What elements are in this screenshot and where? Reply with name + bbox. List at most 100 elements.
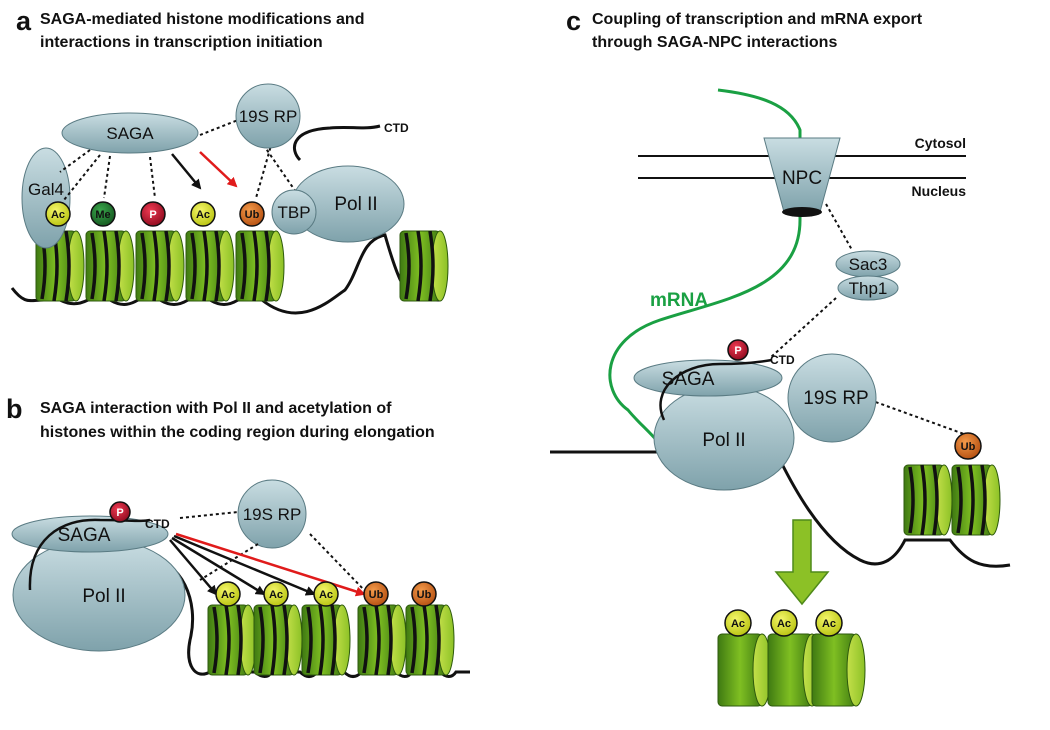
ac-mark: [724, 609, 752, 637]
ubiquitination-arrow: [199, 151, 238, 188]
p-mark: [109, 501, 131, 523]
interaction-links: [769, 203, 965, 435]
cytosol-label: Cytosol: [915, 135, 966, 151]
tbp-protein: [271, 189, 317, 235]
mark-label: Ac: [196, 209, 210, 221]
nucleosome: [300, 603, 352, 677]
ac-mark: [815, 609, 843, 637]
panel-c-letter: c: [566, 6, 581, 36]
ctd-tail: [659, 358, 773, 421]
panel-c-title-line2: through SAGA-NPC interactions: [592, 34, 837, 51]
nucleosome: [134, 229, 186, 303]
saga-complex: [11, 515, 169, 553]
p-mark: [140, 201, 166, 227]
acetylation-arrows: [169, 534, 316, 596]
rp19s-complex: [787, 353, 877, 443]
rp19s-label: 19S RP: [239, 107, 298, 126]
interaction-links: [59, 119, 297, 201]
ub-mark: [954, 432, 982, 460]
me-mark: [90, 201, 116, 227]
mark-label: Ub: [369, 589, 384, 601]
mark-label: Ac: [319, 589, 333, 601]
ctd-label: CTD: [145, 517, 170, 531]
nucleosome: [811, 633, 866, 707]
mark-label: Ac: [731, 618, 745, 630]
nucleosome: [234, 229, 286, 303]
mark-label: Ac: [822, 618, 836, 630]
ub-mark: [239, 201, 265, 227]
p-label: P: [734, 345, 741, 357]
npc-basket: [782, 207, 822, 217]
saga-complex: [633, 359, 783, 397]
mark-label: Ac: [221, 589, 235, 601]
mark-label: Me: [95, 209, 110, 221]
mark-label: P: [149, 209, 156, 221]
pol2-label: Pol II: [82, 586, 125, 607]
rp19s-complex: [237, 479, 307, 549]
nucleosome: [184, 229, 236, 303]
interaction-links: [179, 511, 369, 595]
ac-mark: [263, 581, 289, 607]
nucleosome: [84, 229, 136, 303]
nucleosome: [206, 603, 258, 677]
saga-complex: [61, 112, 199, 154]
mark-label: Ac: [51, 209, 65, 221]
gal4-label: Gal4: [28, 180, 64, 199]
panel-b: b SAGA interaction with Pol II and acety…: [6, 394, 470, 678]
nucleosome: [398, 229, 450, 303]
nucleosome: [252, 603, 304, 677]
rp19s-label: 19S RP: [243, 505, 302, 524]
thp1-protein: [837, 275, 899, 301]
result-arrow: [774, 519, 830, 606]
panel-b-title-line1: SAGA interaction with Pol II and acetyla…: [40, 400, 392, 417]
ac-mark: [313, 581, 339, 607]
tbp-label: TBP: [277, 203, 310, 222]
ac-mark: [190, 201, 216, 227]
mark-label: Ub: [417, 589, 432, 601]
panel-a-title-line2: interactions in transcription initiation: [40, 34, 323, 51]
p-label: P: [116, 507, 123, 519]
nucleus-label: Nucleus: [912, 183, 967, 199]
mrna-label: mRNA: [650, 290, 708, 311]
ctd-label: CTD: [384, 121, 409, 135]
panel-b-letter: b: [6, 394, 23, 424]
panel-a: a SAGA-mediated histone modifications an…: [10, 6, 450, 315]
sac3-label: Sac3: [849, 255, 888, 274]
ub-label: Ub: [961, 441, 976, 453]
nucleosome: [950, 463, 1002, 537]
ub-mark: [363, 581, 389, 607]
panel-c: c Coupling of transcription and mRNA exp…: [550, 6, 1011, 707]
histone-marks: Ac Me P Ac Ub: [45, 201, 265, 227]
mark-label: Ub: [245, 209, 260, 221]
panel-b-title-line2: histones within the coding region during…: [40, 424, 435, 441]
panel-a-title-line1: SAGA-mediated histone modifications and: [40, 11, 364, 28]
pol2-label: Pol II: [702, 430, 745, 451]
histone-marks: Ac Ac Ac Ub Ub: [215, 581, 437, 607]
histone-marks: Ac Ac Ac: [724, 609, 843, 637]
dna-strand: [10, 233, 440, 315]
mark-label: Ac: [777, 618, 791, 630]
panel-c-title-line1: Coupling of transcription and mRNA expor…: [592, 11, 923, 28]
saga-label: SAGA: [662, 369, 715, 390]
mrna-strand: [608, 88, 802, 453]
nucleosome: [902, 463, 954, 537]
panel-a-letter: a: [16, 6, 32, 36]
ub-mark: [411, 581, 437, 607]
ac-mark: [770, 609, 798, 637]
mark-label: Ac: [269, 589, 283, 601]
ctd-label: CTD: [770, 353, 795, 367]
ctd-tail: [28, 518, 151, 591]
rp19s-complex: [235, 83, 301, 149]
ac-mark: [215, 581, 241, 607]
nucleosome: [356, 603, 408, 677]
pol2-label: Pol II: [334, 194, 377, 215]
ctd-tail: [292, 124, 381, 162]
nucleosome: [404, 603, 456, 677]
saga-label: SAGA: [58, 525, 111, 546]
rp19s-label: 19S RP: [803, 388, 868, 409]
ac-mark: [45, 201, 71, 227]
p-mark: [727, 339, 749, 361]
saga-label: SAGA: [106, 124, 154, 143]
thp1-label: Thp1: [849, 279, 888, 298]
